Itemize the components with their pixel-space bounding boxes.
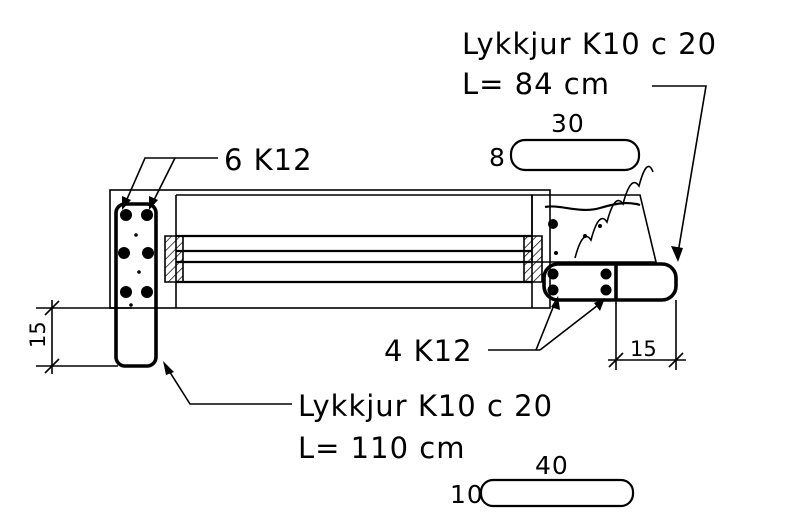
left-dimension: 15	[26, 300, 118, 374]
left-bars-label: 6 K12	[224, 143, 313, 177]
bottom-bar-shape	[479, 478, 635, 508]
right-dimension-value: 15	[630, 337, 657, 361]
bottom-bar-length: L= 110 cm	[298, 431, 465, 465]
bottom-bar-shape-height: 10	[450, 480, 484, 509]
top-bar-title: Lykkjur K10 c 20	[462, 27, 717, 61]
right-loop-rebar	[542, 262, 678, 302]
top-right-bar-callout: Lykkjur K10 c 20 L= 84 cm 30 8	[462, 27, 717, 262]
bearing-pads	[164, 235, 543, 283]
left-loop-rebar	[114, 202, 158, 368]
right-edge-block	[531, 165, 658, 263]
top-bar-shape	[509, 138, 641, 172]
right-bars-callout: 4 K12	[384, 296, 605, 368]
right-bars-label: 4 K12	[384, 334, 473, 368]
bottom-bar-shape-length: 40	[535, 451, 569, 480]
bottom-bar-callout: Lykkjur K10 c 20 L= 110 cm 40 10	[163, 361, 635, 509]
top-bar-length: L= 84 cm	[462, 67, 610, 101]
left-dimension-value: 15	[26, 321, 50, 348]
right-dimension: 15	[608, 300, 686, 370]
top-bar-shape-length: 30	[551, 109, 585, 138]
left-bars-callout: 6 K12	[122, 143, 313, 210]
bottom-bar-title: Lykkjur K10 c 20	[298, 389, 553, 423]
top-bar-shape-height: 8	[489, 143, 506, 172]
